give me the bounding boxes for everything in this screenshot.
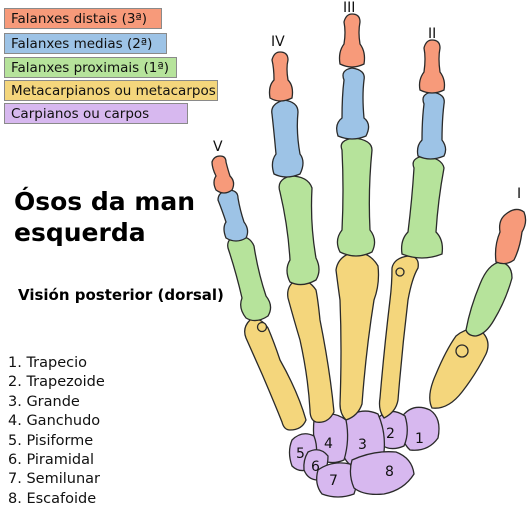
legend-distal-phalanges: Falanxes distais (3ª) (4, 8, 162, 29)
little-metacarpal (244, 318, 307, 431)
little-distal-phalanx (211, 155, 235, 194)
diagram-subtitle: Visión posterior (dorsal) (18, 286, 224, 304)
middle-proximal-phalanx (336, 137, 376, 257)
finger-label-I: I (517, 186, 521, 202)
finger-labels: I II III IV V (213, 0, 521, 202)
carpal-bones (288, 406, 440, 498)
thumb-distal-phalanx (494, 208, 527, 265)
legend-metacarpals: Metacarpianos ou metacarpos (4, 80, 218, 101)
thumb-metacarpal (429, 328, 489, 409)
thumb-proximal-phalanx (465, 261, 513, 337)
carpal-number-labels: 1 2 3 4 5 6 7 8 (296, 426, 424, 489)
carpal-number-2: 2 (386, 426, 395, 442)
ring-middle-phalanx (271, 99, 304, 178)
diagram-title: Ósos da man esquerda (14, 186, 195, 248)
carpal-number-4: 4 (324, 436, 333, 452)
legend-proximal-phalanges: Falanxes proximais (1ª) (4, 57, 177, 78)
carpal-number-6: 6 (311, 459, 320, 475)
finger-I-bones (429, 208, 527, 409)
carpal-list-item-6: 6. Piramidal (8, 452, 95, 469)
finger-V-bones (211, 155, 307, 431)
carpal-list-item-1: 1. Trapecio (8, 355, 88, 371)
little-proximal-phalanx (227, 235, 272, 322)
index-sesamoid (395, 267, 405, 277)
carpal-lunate (316, 462, 357, 498)
ring-proximal-phalanx (278, 175, 320, 286)
legend-carpals: Carpianos ou carpos (4, 103, 188, 124)
title-line-2: esquerda (14, 218, 146, 247)
finger-label-V: V (213, 139, 223, 155)
finger-label-II: II (428, 26, 436, 42)
carpal-number-8: 8 (385, 464, 394, 480)
middle-distal-phalanx (338, 13, 366, 68)
carpal-list-item-4: 4. Ganchudo (8, 413, 101, 430)
carpal-scaphoid (349, 451, 415, 496)
carpal-number-7: 7 (329, 473, 338, 489)
ring-distal-phalanx (268, 51, 294, 102)
finger-III-bones (335, 13, 380, 421)
little-sesamoid (256, 321, 268, 333)
carpal-bones-list: 1. Trapecio 2. Trapezoide 3. Grande 4. G… (8, 354, 105, 509)
carpal-list-item-5: 5. Pisiforme (8, 432, 94, 449)
index-proximal-phalanx (400, 155, 445, 259)
index-distal-phalanx (418, 39, 446, 94)
finger-IV-bones (268, 51, 335, 423)
little-middle-phalanx (217, 189, 249, 242)
bones-layer (211, 13, 527, 498)
carpal-list-item-7: 7. Semilunar (8, 471, 100, 488)
finger-II-bones (378, 39, 447, 419)
title-line-1: Ósos da man (14, 187, 196, 216)
finger-label-IV: IV (271, 34, 285, 50)
finger-label-III: III (343, 0, 355, 16)
legend-middle-phalanges: Falanxes medias (2ª) (4, 33, 167, 54)
carpal-list-item-2: 2. Trapezoide (8, 374, 105, 391)
index-metacarpal (378, 255, 419, 419)
middle-metacarpal (335, 251, 380, 421)
carpal-list-item-8: 8. Escafoide (8, 490, 97, 507)
middle-middle-phalanx (336, 67, 370, 140)
carpal-number-1: 1 (415, 431, 424, 447)
index-middle-phalanx (416, 91, 447, 160)
carpal-number-3: 3 (358, 437, 367, 453)
carpal-number-5: 5 (296, 446, 305, 462)
carpal-list-item-3: 3. Grande (8, 393, 80, 410)
thumb-sesamoid (455, 344, 469, 358)
